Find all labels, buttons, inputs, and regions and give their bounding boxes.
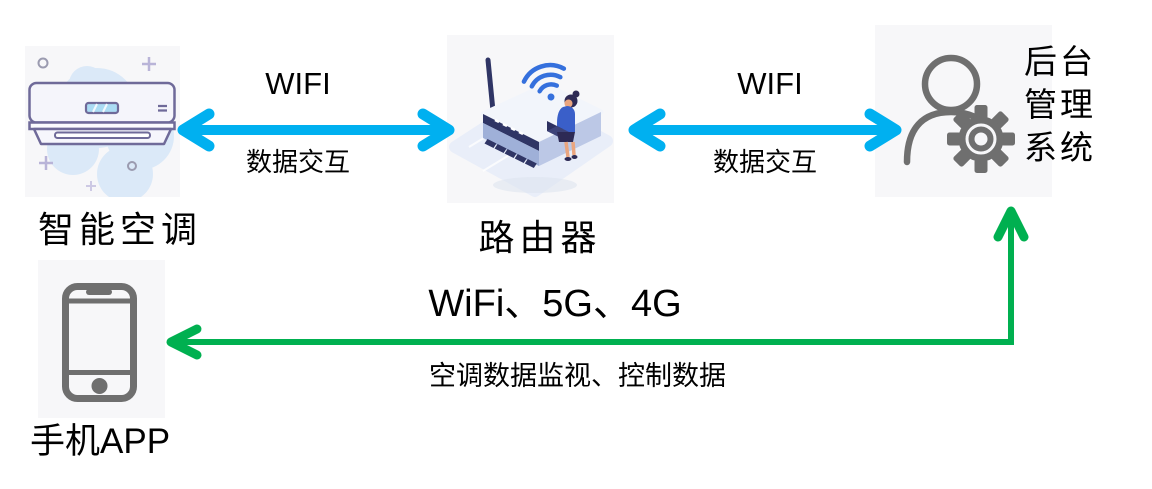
backend-phone-arrow xyxy=(166,206,1029,360)
backend-label-line-3: 系统 xyxy=(1024,131,1096,167)
monitor-control-label: 空调数据监视、控制数据 xyxy=(429,361,726,391)
network-types-label: WiFi、5G、4G xyxy=(428,283,682,325)
phone-label-latin: APP xyxy=(100,422,171,461)
backend-node xyxy=(875,25,1052,197)
backend-label-line-2: 管理 xyxy=(1024,88,1096,124)
phone-label-zh: 手机 xyxy=(30,422,101,461)
ac-node xyxy=(25,46,180,197)
smartphone-icon xyxy=(62,283,137,402)
router-illustration xyxy=(449,57,613,197)
phone-node-label: 手机APP xyxy=(30,413,170,464)
admin-gear-icon xyxy=(903,54,1015,173)
ac-node-label: 智能空调 xyxy=(37,210,202,250)
data-exchange-label-router-backend: 数据交互 xyxy=(712,148,817,177)
data-exchange-label-ac-router: 数据交互 xyxy=(245,148,350,177)
phone-node xyxy=(38,260,165,418)
wifi-label-router-backend: WIFI xyxy=(737,66,803,101)
wifi-arrow-ac-router xyxy=(177,108,455,152)
backend-node-label: 后台 管理 系统 xyxy=(1024,42,1096,171)
wifi-label-ac-router: WIFI xyxy=(265,66,331,101)
wifi-arrow-router-backend xyxy=(628,108,902,152)
backend-label-line-1: 后台 xyxy=(1024,45,1096,81)
gear-icon xyxy=(947,105,1015,173)
router-node xyxy=(447,35,614,203)
air-conditioner-illustration xyxy=(28,57,176,197)
router-node-label: 路由器 xyxy=(478,218,602,258)
